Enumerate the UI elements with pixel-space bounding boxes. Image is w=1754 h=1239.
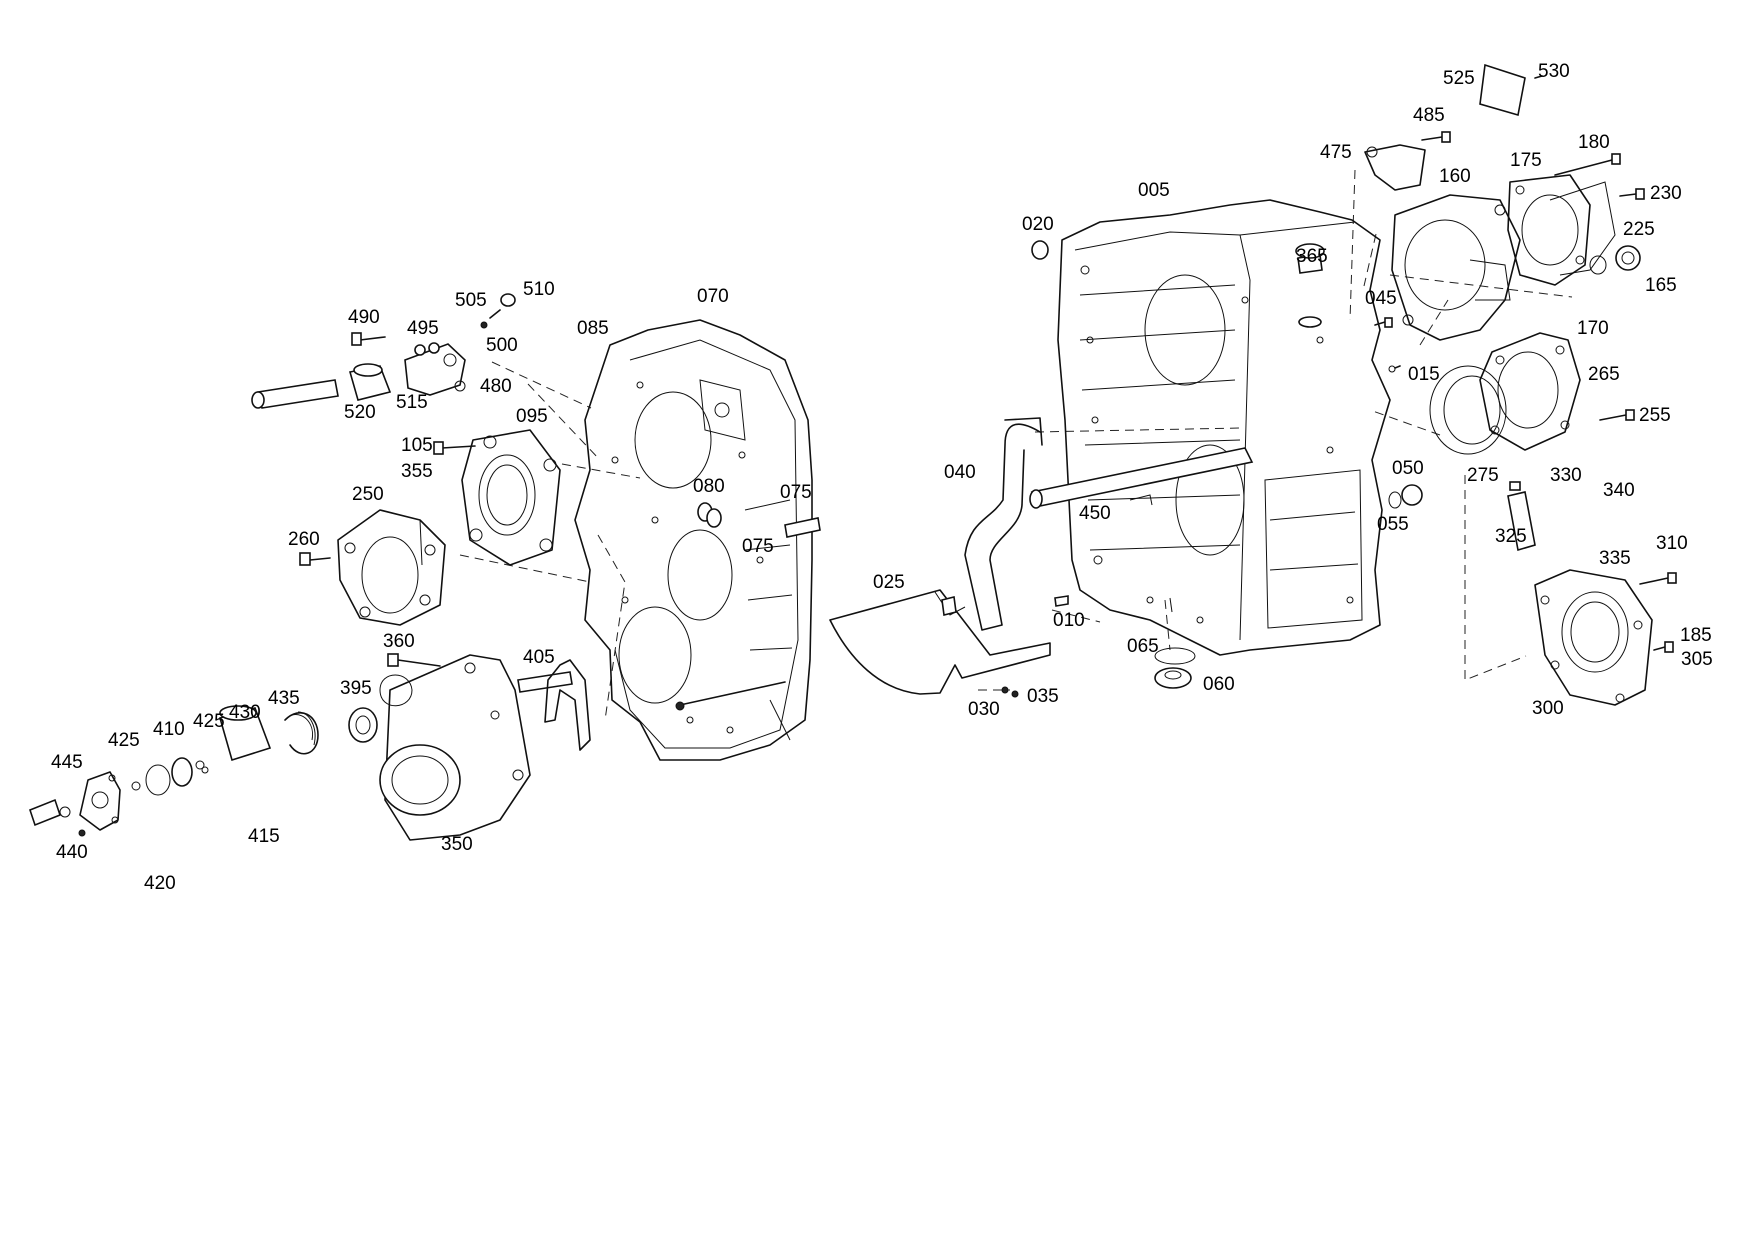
callout-045: 045 xyxy=(1365,288,1397,309)
callout-065: 065 xyxy=(1127,636,1159,657)
callout-510: 510 xyxy=(523,279,555,300)
callout-515: 515 xyxy=(396,392,428,413)
callout-170: 170 xyxy=(1577,318,1609,339)
callout-495: 495 xyxy=(407,318,439,339)
parts-015-045-050 xyxy=(1374,317,1423,509)
small-bottom-parts xyxy=(1001,240,1196,698)
seal-395 xyxy=(348,707,378,743)
callout-450: 450 xyxy=(1079,503,1111,524)
housing-005 xyxy=(1029,199,1391,656)
callout-025: 025 xyxy=(873,572,905,593)
bolt-260 xyxy=(299,552,331,566)
callout-435: 435 xyxy=(268,688,300,709)
shaft-325 xyxy=(1507,481,1536,552)
callout-005: 005 xyxy=(1138,180,1170,201)
callout-340: 340 xyxy=(1603,480,1635,501)
callout-335: 335 xyxy=(1599,548,1631,569)
bolt-360 xyxy=(387,653,441,667)
callout-395: 395 xyxy=(340,678,372,699)
plug-165-170 xyxy=(1589,245,1641,275)
callout-305: 305 xyxy=(1681,649,1713,670)
callout-250: 250 xyxy=(352,484,384,505)
callout-060: 060 xyxy=(1203,674,1235,695)
housing-070 xyxy=(574,319,821,761)
cover-300 xyxy=(1534,569,1677,706)
strainer-025 xyxy=(829,589,1051,695)
bolt-105 xyxy=(433,441,476,455)
callout-020: 020 xyxy=(1022,214,1054,235)
callout-310: 310 xyxy=(1656,533,1688,554)
callout-105: 105 xyxy=(401,435,433,456)
callout-055: 055 xyxy=(1377,514,1409,535)
callout-365: 365 xyxy=(1296,246,1328,267)
callout-415: 415 xyxy=(248,826,280,847)
callout-425-left: 425 xyxy=(108,730,140,751)
cover-175 xyxy=(1507,174,1591,286)
callout-160: 160 xyxy=(1439,166,1471,187)
cover-475 xyxy=(1364,131,1451,191)
callout-180: 180 xyxy=(1578,132,1610,153)
callout-070: 070 xyxy=(697,286,729,307)
cover-265 xyxy=(1479,332,1581,451)
callout-485: 485 xyxy=(1413,105,1445,126)
callout-075-lower: 075 xyxy=(742,536,774,557)
callout-480: 480 xyxy=(480,376,512,397)
callout-360: 360 xyxy=(383,631,415,652)
cover-095 xyxy=(461,429,561,566)
callout-325: 325 xyxy=(1495,526,1527,547)
callout-350: 350 xyxy=(441,834,473,855)
callout-425-right: 425 xyxy=(193,711,225,732)
housing-350 xyxy=(379,654,531,841)
cover-250 xyxy=(337,509,446,626)
bolts-180-230 xyxy=(1554,153,1645,200)
callout-175: 175 xyxy=(1510,150,1542,171)
callout-490: 490 xyxy=(348,307,380,328)
callout-230: 230 xyxy=(1650,183,1682,204)
callout-530: 530 xyxy=(1538,61,1570,82)
callout-165: 165 xyxy=(1645,275,1677,296)
callout-085: 085 xyxy=(577,318,609,339)
callout-255: 255 xyxy=(1639,405,1671,426)
callout-095: 095 xyxy=(516,406,548,427)
callout-445: 445 xyxy=(51,752,83,773)
callout-010: 010 xyxy=(1053,610,1085,631)
callout-300: 300 xyxy=(1532,698,1564,719)
callout-355: 355 xyxy=(401,461,433,482)
callout-080: 080 xyxy=(693,476,725,497)
plate-525 xyxy=(1479,63,1543,117)
housing-160 xyxy=(1391,194,1521,341)
callout-430: 430 xyxy=(229,702,261,723)
callout-275: 275 xyxy=(1467,465,1499,486)
cylinder-parts xyxy=(29,705,319,837)
parts-left-cluster xyxy=(251,293,516,409)
callout-030: 030 xyxy=(968,699,1000,720)
bolt-255 xyxy=(1599,409,1635,421)
callout-520: 520 xyxy=(344,402,376,423)
callout-405: 405 xyxy=(523,647,555,668)
callout-525: 525 xyxy=(1443,68,1475,89)
callout-015: 015 xyxy=(1408,364,1440,385)
callout-040: 040 xyxy=(944,462,976,483)
gasket-275 xyxy=(1429,365,1507,455)
callout-035: 035 xyxy=(1027,686,1059,707)
callout-265: 265 xyxy=(1588,364,1620,385)
callout-475: 475 xyxy=(1320,142,1352,163)
callout-225: 225 xyxy=(1623,219,1655,240)
callout-050: 050 xyxy=(1392,458,1424,479)
callout-labels: 005 010 015 020 025 030 035 040 045 050 … xyxy=(51,61,1713,894)
gasket-225 xyxy=(1549,181,1616,276)
pipe-040 xyxy=(964,417,1043,631)
callout-260: 260 xyxy=(288,529,320,550)
callout-185: 185 xyxy=(1680,625,1712,646)
callout-075-upper: 075 xyxy=(780,482,812,503)
callout-330: 330 xyxy=(1550,465,1582,486)
callout-505: 505 xyxy=(455,290,487,311)
assembly-lines xyxy=(459,169,1573,721)
callout-500: 500 xyxy=(486,335,518,356)
callout-440: 440 xyxy=(56,842,88,863)
fork-405 xyxy=(517,659,591,751)
callout-420: 420 xyxy=(144,873,176,894)
callout-410: 410 xyxy=(153,719,185,740)
